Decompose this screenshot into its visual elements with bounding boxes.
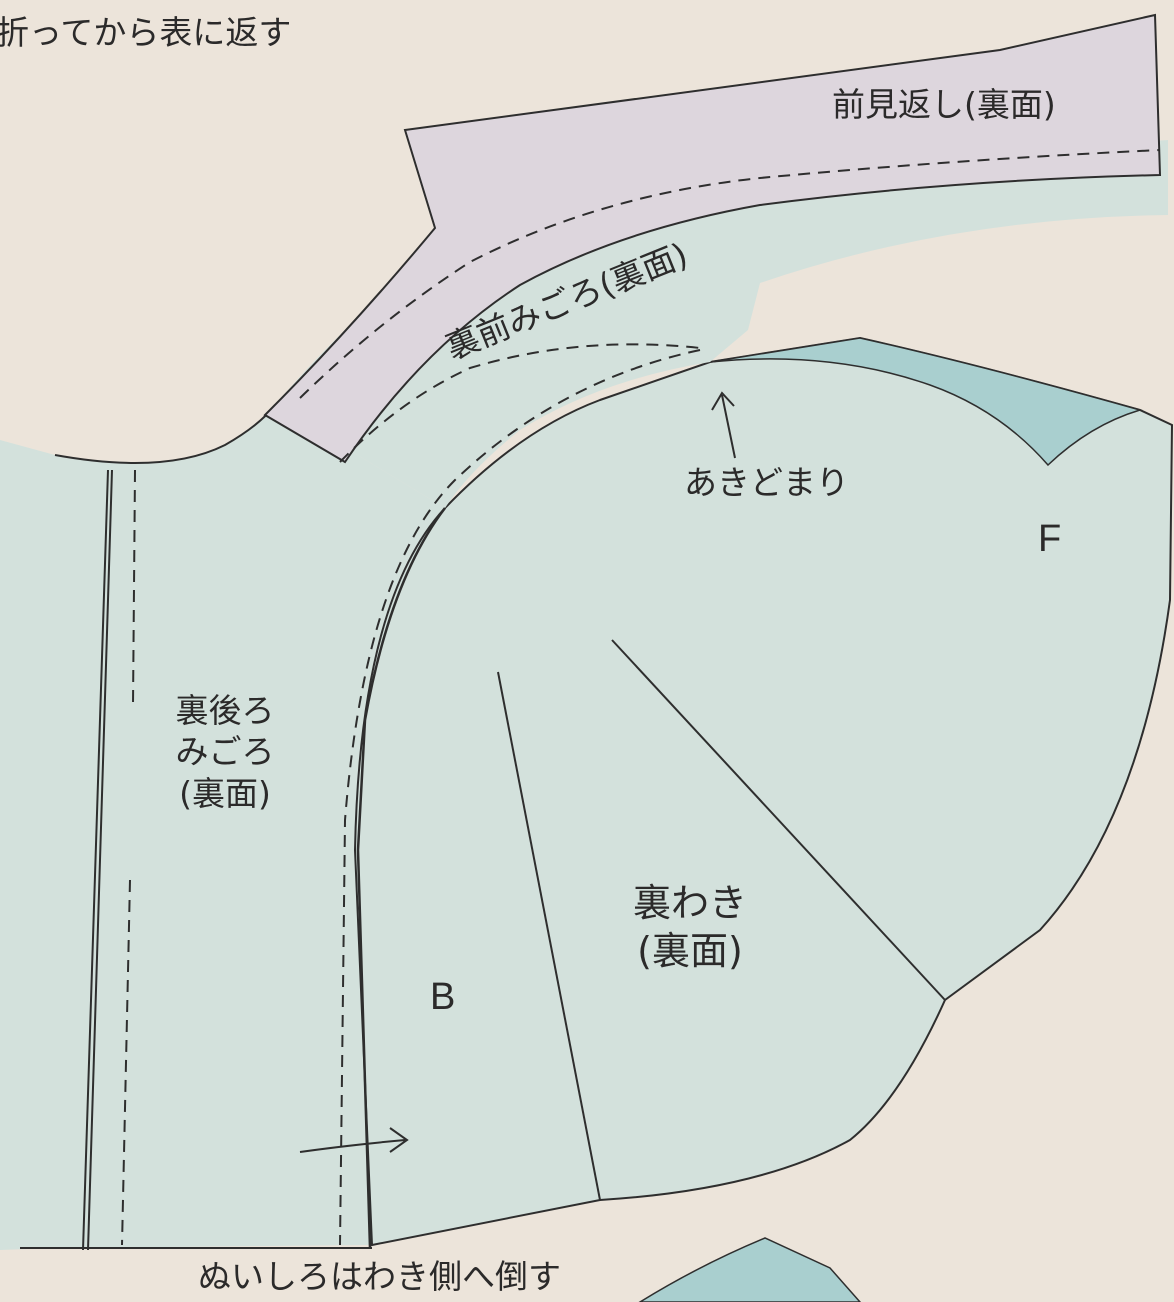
lining-side-line-1: 裏わき [632,881,747,925]
top-note: 折ってから表に返す [0,13,292,52]
lining-back-label: 裏後ろ みごろ (裏面) [165,690,285,814]
back-seam-stitch-line [121,469,136,1246]
side-panel-line-right [611,639,946,1001]
lining-back-panel [0,405,445,1250]
bottom-note: ぬいしろはわき側へ倒す [198,1257,561,1296]
next-piece-corner [638,1237,862,1302]
front-stitch-line [339,343,701,463]
back-letter: B [430,976,456,1018]
front-accent-panel [709,337,1143,467]
lining-side-line-2: (裏面) [637,928,743,973]
lining-side-label: 裏わき (裏面) [615,880,765,975]
armhole-seam [356,507,446,1249]
side-panel-line-left [497,671,601,1201]
opening-stop-arrow [711,391,736,459]
front-facing-label: 前見返し(裏面) [832,85,1056,124]
seam-allowance-arrow [299,1127,409,1153]
front-facing-panel [263,13,1162,464]
front-letter: F [1038,518,1062,560]
lining-back-line-3: (裏面) [179,773,271,813]
lining-back-outline [54,404,276,464]
armhole-stitch-line [339,349,701,1246]
facing-stitch-line [299,149,1161,399]
lining-back-line-2: みごろ [175,732,275,772]
lining-back-line-1: 裏後ろ [175,691,275,730]
opening-stop-label: あきどまり [684,463,849,502]
back-center-seam [82,469,113,1251]
